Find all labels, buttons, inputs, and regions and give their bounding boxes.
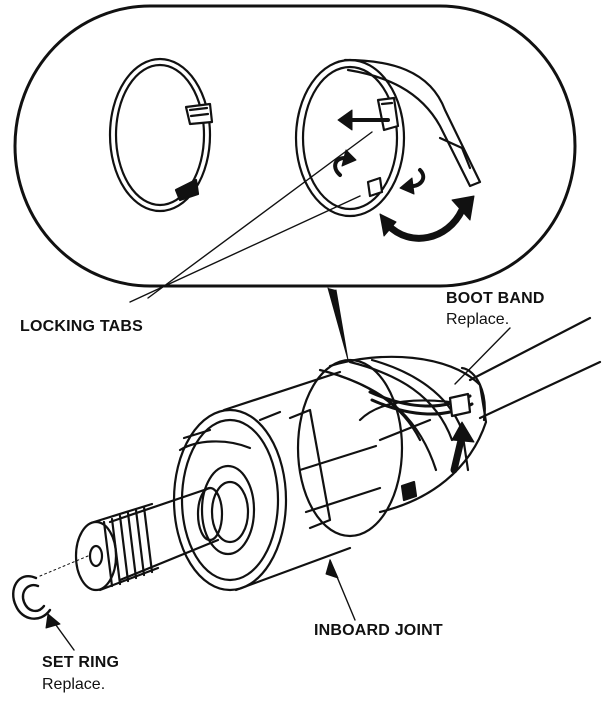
inset-band-installed [108,57,214,213]
label-set-ring-note: Replace. [42,676,106,693]
label-set-ring: SET RING [42,654,120,671]
leader-locking-tab-1 [147,131,373,299]
stub-shaft [74,486,224,592]
label-inboard-joint: INBOARD JOINT [314,622,443,639]
assembly-line [39,555,89,577]
inset-pointer [327,287,349,361]
inset-oval-outline [13,4,577,288]
detail-inset [13,4,577,303]
leader-boot-band [454,327,511,385]
leader-locking-tab-2 [129,195,361,303]
label-boot-band: BOOT BAND [446,290,545,307]
label-locking-tabs: LOCKING TABS [20,318,143,335]
inboard-joint-housing [172,370,382,592]
set-ring [12,575,52,620]
inset-band-locking [294,58,482,242]
label-boot-band-note: Replace. [446,311,510,328]
boot [296,355,488,538]
